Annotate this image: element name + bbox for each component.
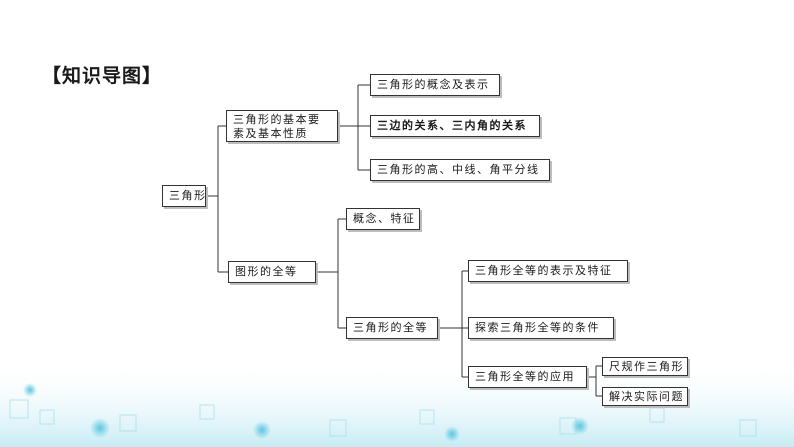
node-congruence-representation: 三角形全等的表示及特征 xyxy=(468,260,628,282)
node-label: 三角形全等的表示及特征 xyxy=(475,264,613,278)
node-label: 三角形 xyxy=(169,189,207,203)
node-label: 三角形的高、中线、角平分线 xyxy=(377,163,540,177)
node-label: 探索三角形全等的条件 xyxy=(475,321,600,335)
node-altitude-median-bisector: 三角形的高、中线、角平分线 xyxy=(370,159,550,181)
node-congruent-figures: 图形的全等 xyxy=(228,261,316,283)
node-label: 三角形全等的应用 xyxy=(475,370,575,384)
node-practical-problems: 解决实际问题 xyxy=(602,387,688,406)
node-concept-representation: 三角形的概念及表示 xyxy=(370,74,500,96)
node-ruler-compass-construction: 尺规作三角形 xyxy=(602,357,688,376)
node-root-triangle: 三角形 xyxy=(162,185,206,207)
node-congruence-application: 三角形全等的应用 xyxy=(468,366,587,388)
node-congruence-conditions: 探索三角形全等的条件 xyxy=(468,317,614,339)
node-label: 三角形的概念及表示 xyxy=(377,78,490,92)
node-basic-elements: 三角形的基本要素及基本性质 xyxy=(226,110,338,142)
node-label: 三角形的全等 xyxy=(353,321,428,335)
node-label: 图形的全等 xyxy=(235,265,298,279)
node-concept-feature: 概念、特征 xyxy=(346,208,420,230)
node-label: 解决实际问题 xyxy=(609,390,684,404)
node-label: 尺规作三角形 xyxy=(609,360,684,374)
node-label: 三角形的基本要素及基本性质 xyxy=(233,113,331,141)
node-sides-angles-relation: 三边的关系、三内角的关系 xyxy=(370,115,540,137)
node-label: 三边的关系、三内角的关系 xyxy=(377,119,527,133)
node-label: 概念、特征 xyxy=(353,212,416,226)
node-triangle-congruence: 三角形的全等 xyxy=(346,317,438,339)
